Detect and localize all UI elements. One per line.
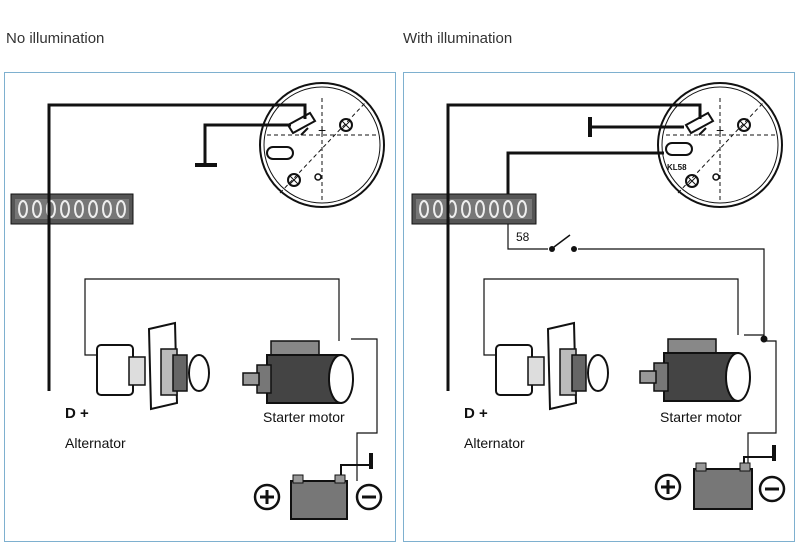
panel-title-no-illumination: No illumination xyxy=(6,30,105,47)
minus-icon xyxy=(355,483,383,511)
battery-icon xyxy=(693,462,753,510)
starter-motor-icon xyxy=(639,338,751,402)
connector-block-icon xyxy=(10,193,134,225)
battery-icon xyxy=(290,474,348,520)
plus-icon xyxy=(253,483,281,511)
gauge-terminal-label: KL58 xyxy=(667,163,687,172)
panel-title-with-illumination: With illumination xyxy=(403,30,513,47)
starter-motor-label: Starter motor xyxy=(263,409,345,425)
alternator-label: Alternator xyxy=(65,435,126,451)
gauge-icon: + xyxy=(259,82,385,208)
diagram-no-illumination: + xyxy=(4,72,396,542)
starter-motor-icon xyxy=(242,340,354,404)
starter-motor-label: Starter motor xyxy=(660,409,742,425)
minus-icon xyxy=(758,475,786,503)
alternator-label: Alternator xyxy=(464,435,525,451)
alternator-icon xyxy=(495,321,609,411)
diagram-with-illumination: + KL58 xyxy=(403,72,795,542)
connector-block-icon xyxy=(411,193,537,225)
gauge-icon: + KL58 xyxy=(657,82,783,208)
terminal-label: D + xyxy=(65,405,89,422)
terminal-label: D + xyxy=(464,405,488,422)
alternator-icon xyxy=(96,321,210,411)
plus-icon xyxy=(654,473,682,501)
switch-icon xyxy=(507,224,765,341)
switch-label: 58 xyxy=(516,230,530,244)
